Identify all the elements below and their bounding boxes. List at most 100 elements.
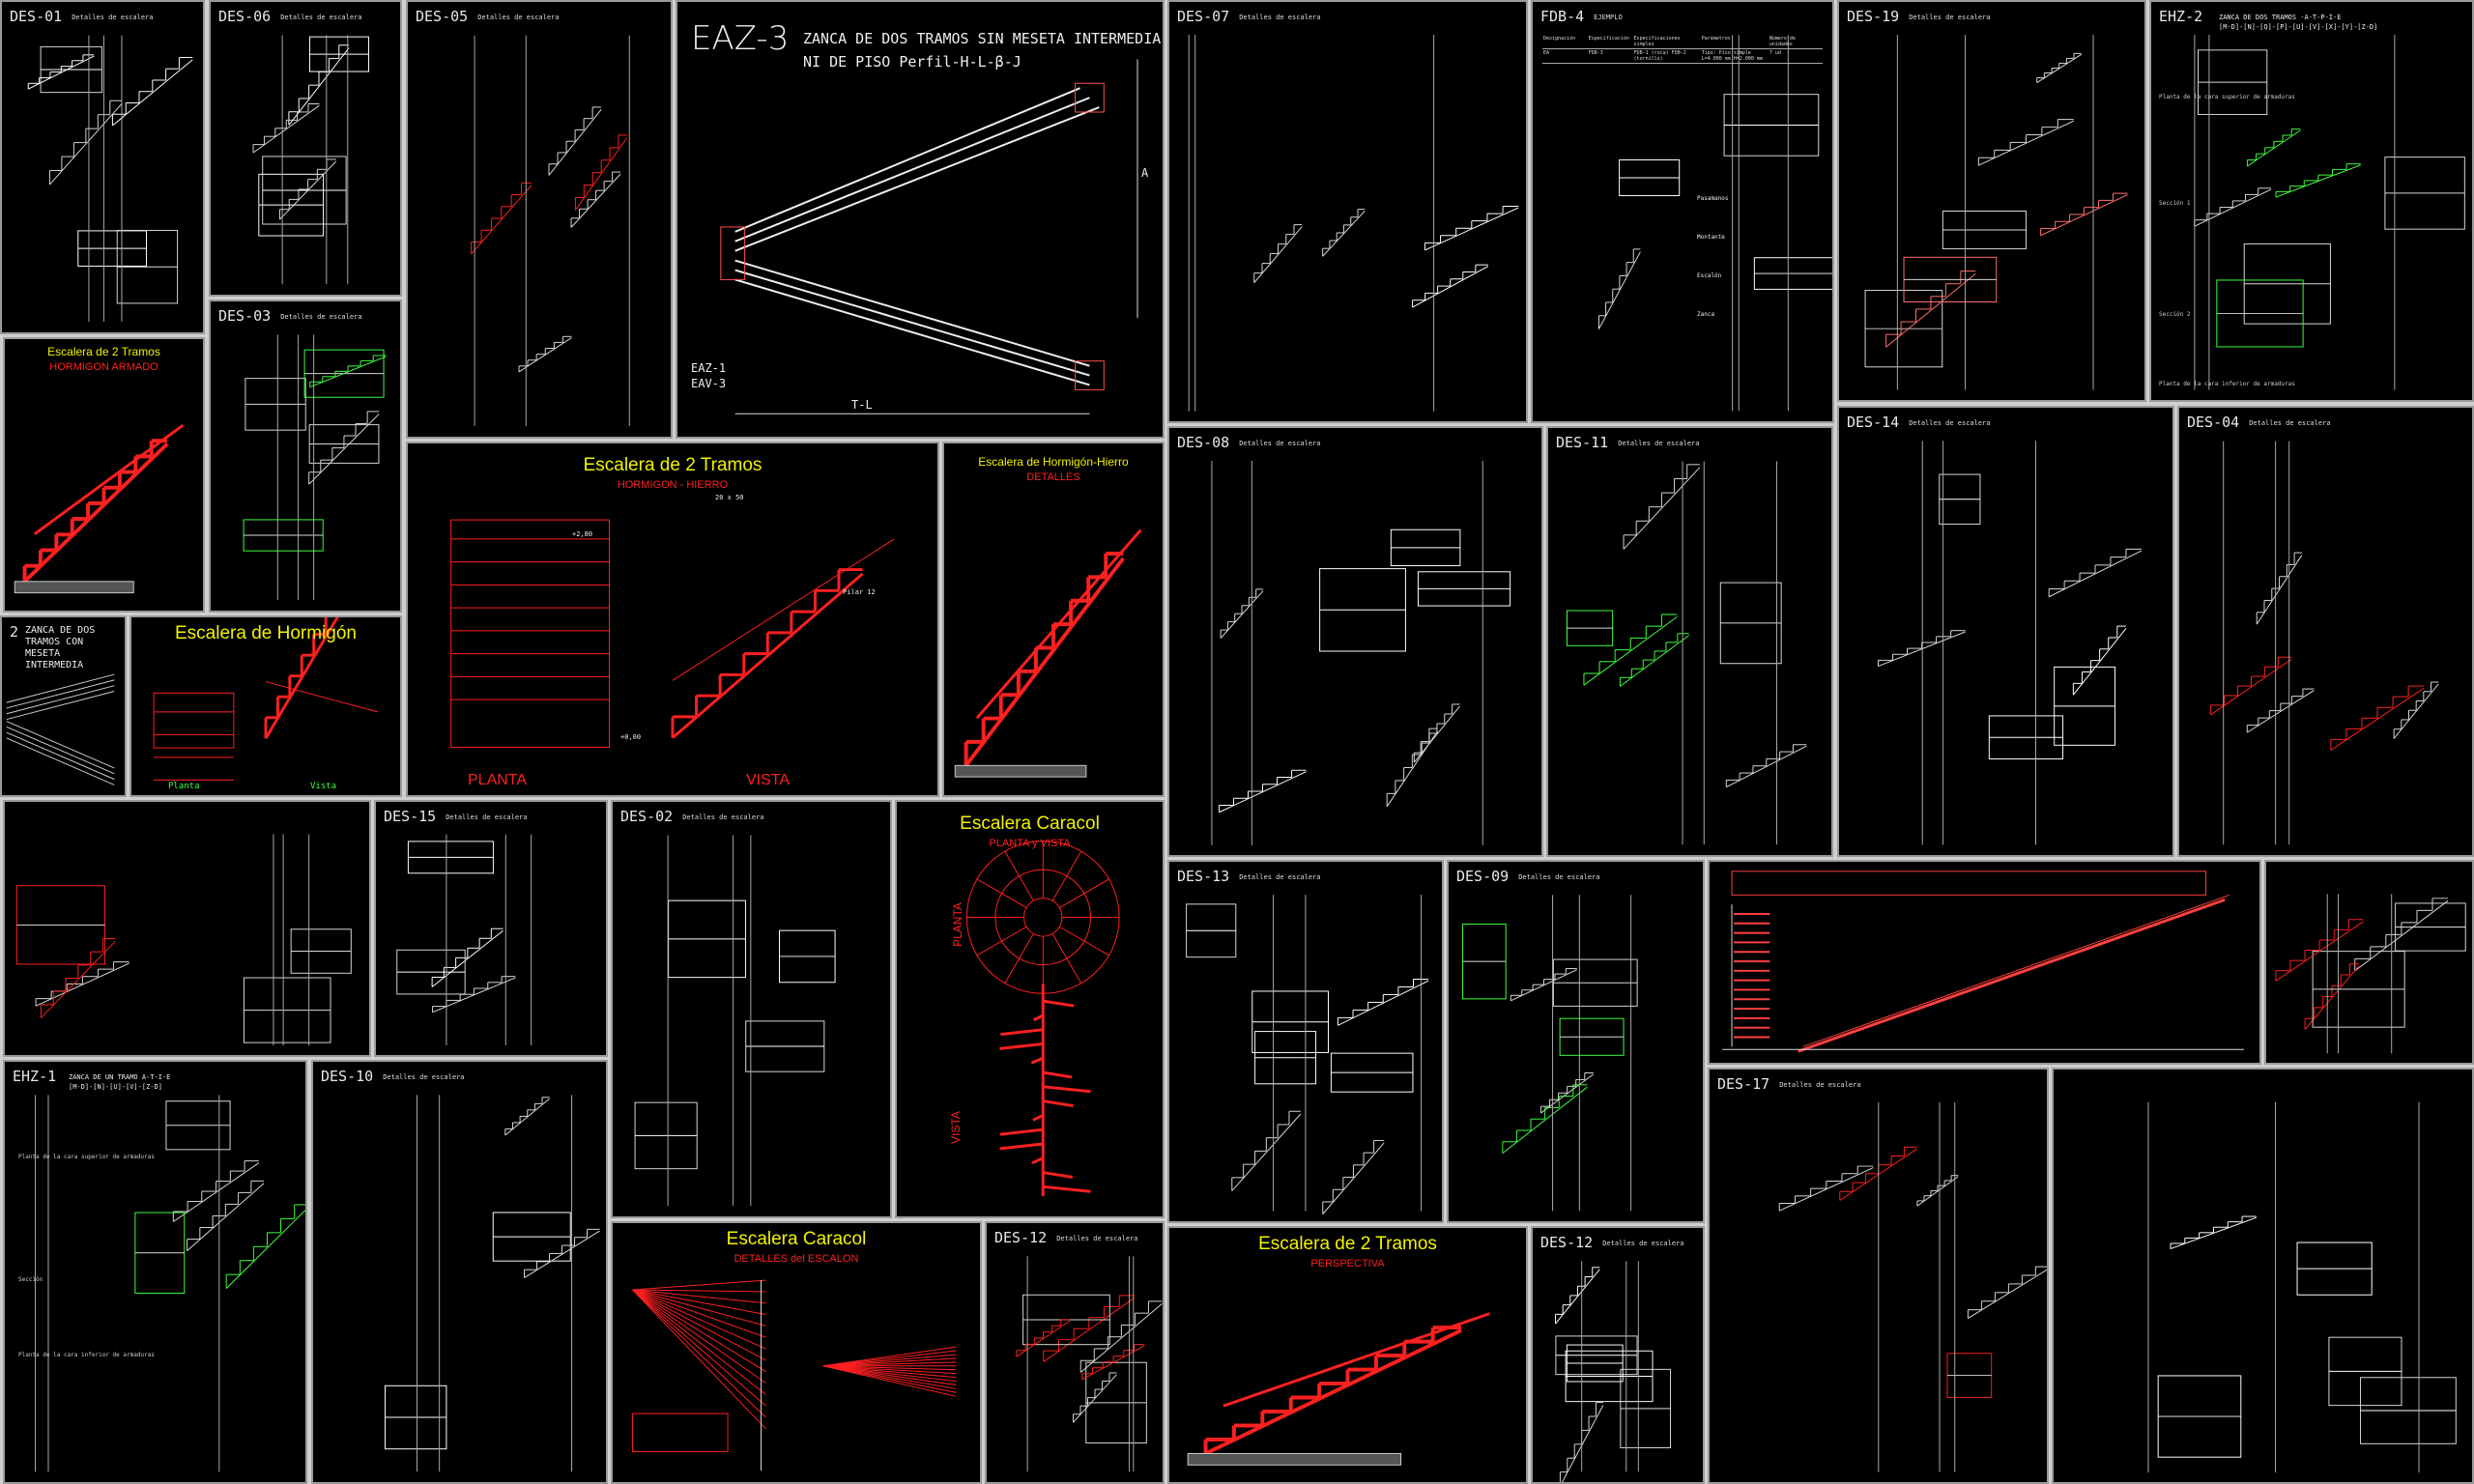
cad-drawing (1016, 1256, 1163, 1472)
cad-line (6, 685, 115, 715)
cad-line (822, 1357, 957, 1367)
sheet-code-text: DES-17 (1717, 1075, 1770, 1093)
sheet-code-text: DES-13 (1177, 868, 1230, 885)
cad-line (264, 617, 339, 740)
cad-drawing (2210, 441, 2439, 845)
cad-rect (450, 519, 610, 749)
cad-line (518, 337, 572, 373)
cad-line (632, 1289, 766, 1407)
cad-drawing (396, 834, 532, 1045)
cad-line (1620, 635, 1689, 687)
title-text: Escalera Caracol (960, 813, 1100, 834)
label: Zanca (1697, 311, 1715, 318)
sheet-subtitle: Detalles de escalera (1602, 1239, 1684, 1247)
cad-line (524, 1230, 600, 1278)
cad-line (6, 691, 115, 721)
panel-des-17: DES-17 Detalles de escalera (1708, 1068, 2049, 1484)
cad-line (632, 1289, 766, 1395)
cad-line (1220, 590, 1264, 639)
cad-drawing (243, 334, 387, 600)
sheet-code-text: DES-14 (1847, 414, 1900, 431)
label-pilar: Pilar 12 (843, 588, 876, 596)
desc-line-1: ZANCA DE DOS TRAMOS SIN MESETA INTERMEDI… (803, 30, 1162, 47)
panel-ehz-2: ZANCA DE DOS TRAMOS -A-T-P-I-E [M-D]-[N]… (2149, 0, 2474, 402)
cad-drawing (954, 528, 1142, 778)
cad-rect (2395, 902, 2466, 952)
cad-rect (396, 949, 466, 995)
cad-line (1073, 1374, 1117, 1423)
cad-line (822, 1365, 957, 1371)
sheet-subtitle: Detalles de escalera (383, 1072, 465, 1081)
cad-rect (14, 581, 134, 594)
label: Montante (1697, 234, 1725, 241)
cad-rect (2198, 49, 2268, 115)
sheet-subtitle: Detalles de escalera (1056, 1234, 1138, 1242)
cad-rect (1723, 94, 1820, 157)
sheet-subtitle: Detalles de escalera (1239, 439, 1321, 447)
cad-rect (1753, 257, 1832, 290)
cad-drawing (153, 617, 379, 781)
title-text: Escalera de 2 Tramos (583, 455, 762, 475)
cad-line (225, 1209, 305, 1289)
cad-line (432, 977, 516, 1013)
cad-rect (2243, 243, 2331, 325)
sheet-code: EHZ-1 (13, 1068, 56, 1085)
cad-line (1043, 1070, 1073, 1079)
cad-line (822, 1365, 957, 1385)
cad-line (999, 1127, 1044, 1136)
sheet-subtitle: Detalles de escalera (1779, 1080, 1861, 1089)
cad-line (632, 1289, 766, 1338)
label: Sección (18, 1276, 43, 1283)
cad-line (964, 556, 1125, 767)
cad-line (2275, 164, 2361, 198)
cad-rect (954, 764, 1087, 778)
cad-line (632, 1289, 766, 1430)
cad-line (504, 1098, 550, 1136)
cad-line (6, 721, 115, 769)
cad-drawing (450, 519, 895, 749)
cad-drawing (634, 835, 836, 1207)
cad-drawing (471, 35, 630, 426)
cad-drawing (34, 1095, 305, 1472)
cad-drawing (1462, 895, 1638, 1212)
cad-line (1043, 1297, 1136, 1362)
cad-line (1502, 1086, 1588, 1154)
label-a: A (1141, 166, 1149, 180)
cad-line (1322, 1142, 1385, 1214)
cad-line (632, 1279, 766, 1291)
cad-drawing (720, 59, 1138, 414)
cad-line (1583, 616, 1678, 686)
cad-line (252, 104, 320, 154)
sheet-code-text: FDB-4 (1540, 8, 1585, 25)
cad-line (548, 108, 602, 176)
sheet-code: EAZ-3 (691, 19, 790, 58)
cad-line (1219, 771, 1307, 813)
cad-drawing (1722, 870, 2244, 1053)
cad-line (1798, 898, 2226, 1053)
cad-line (1059, 878, 1109, 908)
cad-rect (492, 1212, 571, 1262)
cad-drawing (1555, 1261, 1671, 1482)
cad-rect (1075, 360, 1105, 390)
cad-drawing (1211, 460, 1511, 845)
sheet-code-text: EHZ-1 (13, 1068, 57, 1085)
sheet-code-text: DES-19 (1847, 8, 1900, 25)
panel-untitled-2 (1708, 860, 2261, 1065)
label-eav-3: EAV-3 (691, 377, 727, 390)
label-vista: VISTA (746, 772, 791, 788)
cad-rect (1022, 1294, 1110, 1346)
sheet-code-text: DES-08 (1177, 434, 1230, 451)
th: Número de unidades (1768, 35, 1823, 49)
cad-line (112, 59, 193, 127)
cad-line (976, 878, 1027, 908)
label-vista: VISTA (948, 1111, 963, 1144)
